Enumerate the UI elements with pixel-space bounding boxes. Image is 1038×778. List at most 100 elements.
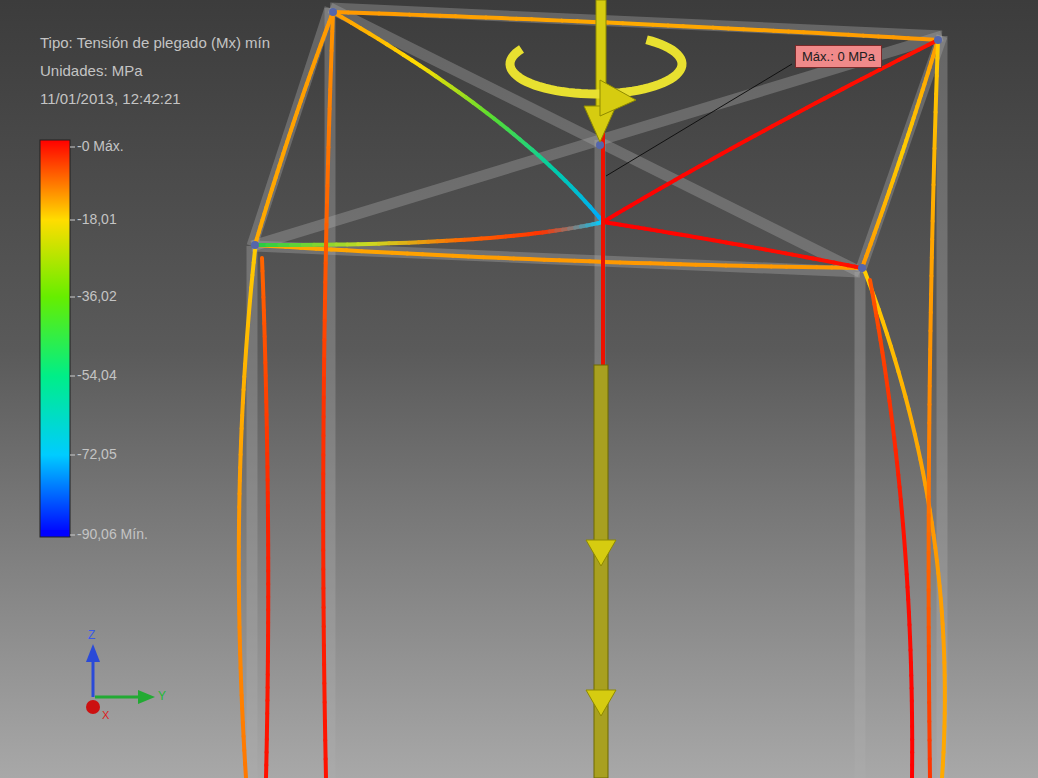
legend-tick: [70, 220, 75, 221]
member-segment: [928, 740, 932, 759]
legend-tick: [70, 455, 75, 456]
member-segment: [322, 645, 326, 664]
frame-member: [862, 40, 938, 268]
member-segment: [455, 14, 470, 19]
member-segment: [758, 28, 773, 33]
legend-swatch: [40, 140, 70, 220]
member-segment: [323, 282, 327, 301]
ghost-member: [247, 246, 258, 778]
member-segment: [321, 436, 325, 455]
member-segment: [242, 736, 247, 750]
member-segment: [331, 248, 346, 253]
axis-label: X: [102, 709, 109, 722]
member-segment: [321, 512, 325, 531]
member-segment: [242, 750, 247, 764]
member-segment: [848, 33, 863, 38]
member-segment: [711, 263, 726, 267]
member-segment: [927, 703, 931, 722]
member-segment: [935, 58, 940, 76]
member-segment: [928, 386, 932, 404]
frame-member: [333, 12, 938, 40]
legend-label: -18,01: [77, 211, 117, 228]
ghost-member: [325, 8, 336, 778]
member-segment: [756, 264, 771, 268]
legend-label: -36,02: [77, 288, 117, 305]
frame-member: [255, 222, 603, 245]
member-segment: [425, 13, 440, 18]
member-segment: [323, 263, 327, 282]
axis-triad: [86, 644, 155, 714]
member-segment: [928, 368, 932, 386]
member-segment: [696, 263, 711, 267]
member-segment: [407, 252, 422, 257]
member-segment: [910, 765, 914, 778]
member-segment: [323, 740, 327, 759]
header-units: Unidades: MPa: [40, 62, 143, 80]
member-segment: [635, 261, 650, 265]
frame-member: [239, 250, 255, 778]
axis-label: Z: [88, 628, 95, 642]
member-segment: [601, 238, 605, 258]
member-segment: [321, 588, 325, 607]
legend-tick: [70, 297, 75, 298]
legend-tick: [70, 376, 75, 377]
member-segment: [928, 349, 932, 367]
member-segment: [440, 14, 455, 19]
member-segment: [934, 94, 939, 112]
member-segment: [321, 550, 325, 569]
member-segment: [325, 167, 330, 186]
member-segment: [346, 248, 361, 253]
member-segment: [577, 19, 592, 24]
member-segment: [237, 614, 241, 627]
member-segment: [927, 628, 931, 647]
member-segment: [726, 263, 741, 267]
ghost-member: [860, 36, 942, 272]
member-segment: [601, 297, 605, 317]
member-segment: [927, 460, 931, 479]
member-segment: [927, 553, 931, 572]
member-segment: [743, 27, 758, 32]
moment-head: [600, 80, 636, 116]
member-segment: [817, 265, 832, 269]
member-segment: [547, 18, 562, 23]
member-segment: [394, 12, 409, 17]
member-segment: [927, 441, 931, 460]
member-segment: [650, 261, 665, 265]
member-segment: [927, 665, 931, 684]
member-segment: [483, 255, 498, 260]
header-date: 11/01/2013, 12:42:21: [40, 90, 181, 108]
member-segment: [908, 36, 923, 41]
member-segment: [653, 23, 668, 28]
reaction-head: [586, 690, 616, 716]
member-segment: [713, 26, 728, 31]
member-segment: [927, 534, 931, 553]
member-segment: [930, 239, 934, 257]
member-segment: [932, 148, 937, 166]
member-segment: [237, 600, 241, 613]
ghost-member: [252, 246, 860, 272]
member-segment: [514, 256, 529, 261]
member-segment: [323, 302, 327, 321]
y-axis: [95, 696, 140, 699]
member-segment: [324, 759, 328, 778]
member-segment: [931, 203, 935, 221]
member-segment: [322, 607, 326, 626]
member-segment: [237, 587, 241, 600]
member-segment: [324, 225, 328, 244]
member-segment: [802, 265, 817, 269]
member-segment: [328, 90, 333, 109]
member-segment: [927, 590, 931, 609]
member-segment: [321, 417, 325, 436]
member-segment: [698, 25, 713, 30]
frame-member: [870, 280, 912, 778]
member-segment: [601, 258, 605, 278]
undeformed-frame: [252, 8, 942, 778]
member-segment: [438, 253, 453, 258]
member-segment: [601, 277, 605, 297]
member-segment: [471, 15, 486, 20]
member-segment: [532, 17, 547, 22]
member-segment: [771, 264, 786, 268]
member-segment: [326, 128, 331, 147]
member-segment: [239, 668, 243, 682]
member-segment: [562, 19, 577, 24]
